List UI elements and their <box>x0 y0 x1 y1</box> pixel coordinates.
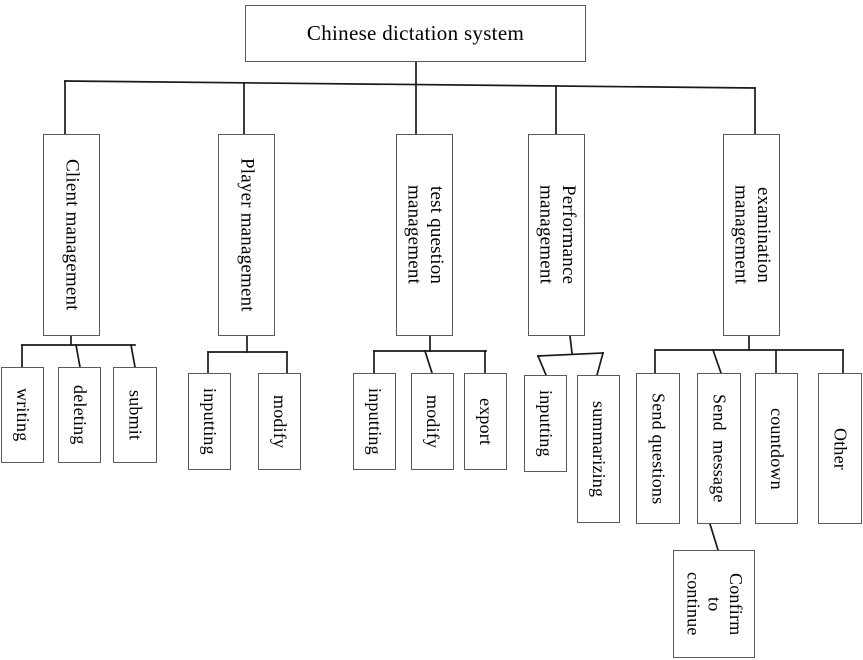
node-performance-summarizing[interactable]: summarizing <box>577 375 620 523</box>
node-label: inputting <box>200 388 221 455</box>
node-label: test question management <box>403 185 447 285</box>
node-label: summarizing <box>589 400 610 498</box>
node-other[interactable]: Other <box>818 373 862 524</box>
node-examination-management[interactable]: examination management <box>723 134 780 336</box>
connector-performance-to-inputting <box>536 354 548 377</box>
node-send-message[interactable]: Send message <box>697 373 741 524</box>
node-label: Player management <box>236 158 258 312</box>
node-deleting[interactable]: deleting <box>58 367 101 463</box>
node-label: deleting <box>70 385 91 445</box>
connector-performance-to-summarizing <box>595 351 605 377</box>
node-testq-modify[interactable]: modify <box>411 373 454 470</box>
node-confirm-to-continue[interactable]: Confirm to continue <box>673 550 755 658</box>
node-label: Confirm to continue <box>683 572 746 636</box>
node-label: Other <box>830 427 851 470</box>
connector-exam-to-send-message <box>711 348 723 375</box>
connector-client-to-submit <box>130 344 136 368</box>
node-test-question-management[interactable]: test question management <box>396 134 453 336</box>
connector-performance-bus <box>537 352 604 357</box>
node-testq-inputting[interactable]: inputting <box>353 373 396 470</box>
node-label: Chinese dictation system <box>306 21 525 46</box>
node-submit[interactable]: submit <box>113 367 157 463</box>
connector-send-message-to-confirm <box>708 522 720 552</box>
node-label: inputting <box>536 390 557 457</box>
node-label: writing <box>13 388 34 442</box>
connector-testq-to-modify <box>423 349 434 375</box>
node-writing[interactable]: writing <box>1 367 44 463</box>
node-label: Send questions <box>648 392 669 505</box>
node-label: export <box>476 397 497 446</box>
node-label: submit <box>125 389 146 441</box>
node-player-inputting[interactable]: inputting <box>188 373 231 470</box>
node-label: Send message <box>709 394 730 503</box>
node-label: Performance management <box>535 185 579 285</box>
connector-main-bus <box>64 80 756 89</box>
node-testq-export[interactable]: export <box>464 373 507 470</box>
node-send-questions[interactable]: Send questions <box>636 373 680 524</box>
node-label: countdown <box>767 407 788 490</box>
node-label: modify <box>270 394 291 449</box>
node-performance-inputting[interactable]: inputting <box>524 375 567 472</box>
node-label: examination management <box>730 185 774 285</box>
node-player-modify[interactable]: modify <box>258 373 301 470</box>
node-performance-management[interactable]: Performance management <box>528 134 585 336</box>
node-label: modify <box>423 394 444 449</box>
node-countdown[interactable]: countdown <box>755 373 798 524</box>
connector-performance-stem <box>569 335 573 354</box>
connector-client-to-deleting <box>75 344 81 368</box>
node-label: inputting <box>365 388 386 455</box>
node-label: Client management <box>61 159 83 311</box>
node-client-management[interactable]: Client management <box>43 134 100 336</box>
node-player-management[interactable]: Player management <box>218 134 275 336</box>
node-chinese-dictation-system[interactable]: Chinese dictation system <box>245 5 586 62</box>
